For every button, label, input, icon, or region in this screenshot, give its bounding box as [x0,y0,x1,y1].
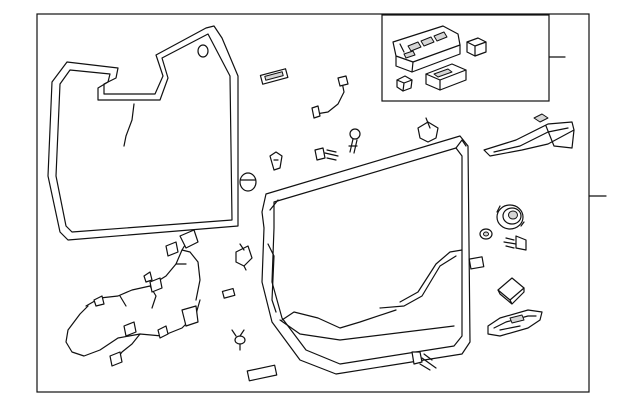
clip-left-3 [235,243,253,271]
harness-upper [311,75,349,119]
grommet [479,228,493,240]
bolt-bottom [411,351,437,371]
callout-lines [548,56,607,197]
door-harness [65,229,201,367]
switch-clip [396,75,413,92]
screw-bottom-left [231,329,246,351]
garnish-trim-strip [483,113,575,157]
retainer-left [221,287,236,299]
switch-knob [466,37,487,57]
clip-left-2 [239,172,257,192]
clip-upper [417,117,439,143]
water-deflector [47,25,239,241]
tile-clip [497,277,525,305]
bolt-speaker [503,235,527,251]
pull-handle-bezel [487,309,543,337]
filler-inner [264,71,284,81]
bottom-clip-piece [246,364,278,382]
retainer-right [468,256,485,270]
door-trim-panel [261,135,471,375]
switch-bezel [425,63,467,91]
window-switch-inset [381,14,550,102]
clip-left-1 [269,151,283,171]
screw-center [314,147,339,161]
screw-upper [348,128,361,154]
speaker [496,204,525,230]
window-switch-assembly [392,25,461,73]
